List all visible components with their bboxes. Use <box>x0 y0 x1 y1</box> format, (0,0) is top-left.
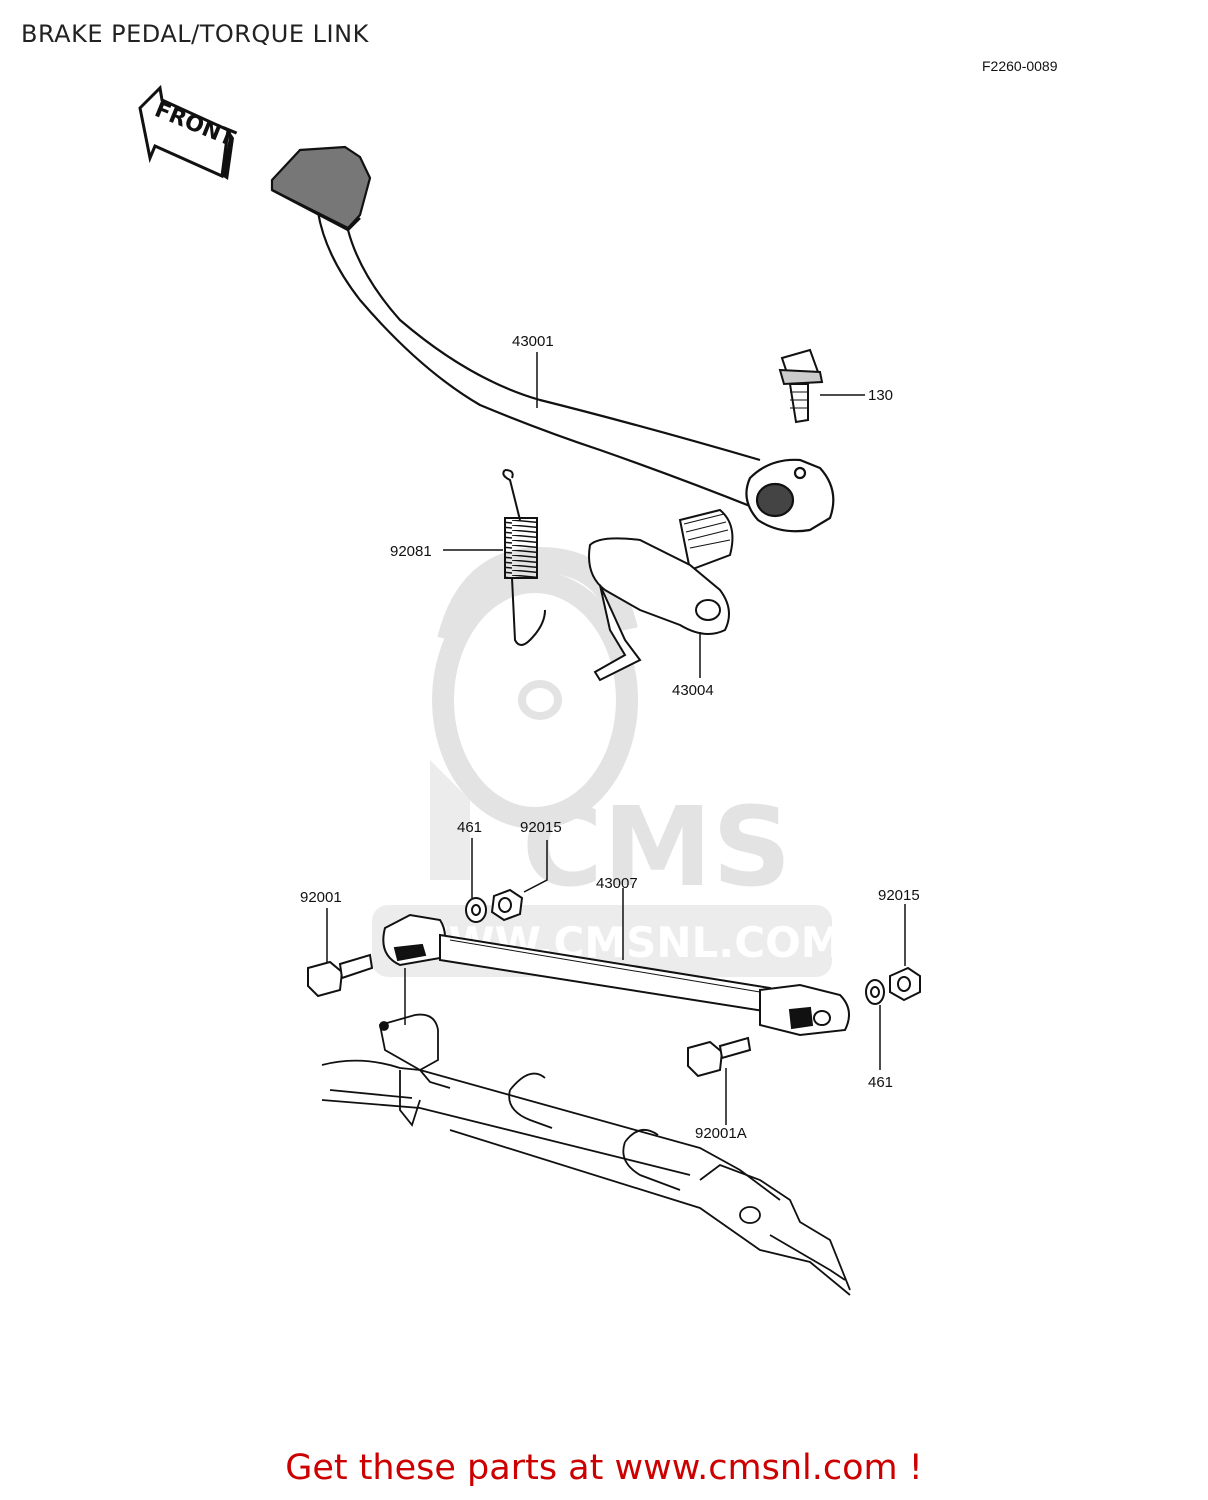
washer-461-right <box>865 979 885 1005</box>
watermark-mascot-head <box>432 571 638 829</box>
label-130: 130 <box>868 387 893 404</box>
label-92015-left: 92015 <box>520 819 562 836</box>
label-92015-right: 92015 <box>878 887 920 904</box>
label-461-right: 461 <box>868 1074 893 1091</box>
nut-92015-right <box>889 966 921 1002</box>
watermark-brand: CMS <box>522 783 791 911</box>
bolt-92001a-right <box>687 1036 752 1078</box>
leader-lines <box>326 352 906 1125</box>
label-43001: 43001 <box>512 333 554 350</box>
return-spring-part <box>502 469 546 646</box>
brake-pedal-part <box>270 145 835 533</box>
nut-92015-left <box>490 888 524 922</box>
frame-section <box>321 1013 851 1296</box>
watermark: CMS WWW.CMSNL.COM <box>372 546 843 977</box>
label-92001a: 92001A <box>695 1125 747 1142</box>
brake-lever-part <box>588 508 734 682</box>
diagram-reference-code: F2260-0089 <box>982 58 1058 74</box>
front-arrow: FRONT <box>138 84 238 180</box>
torque-link-part <box>382 913 850 1037</box>
label-461-left: 461 <box>457 819 482 836</box>
label-92001: 92001 <box>300 889 342 906</box>
washer-461-left <box>465 897 487 923</box>
watermark-mascot-body <box>430 760 470 880</box>
watermark-mascot-eye <box>518 680 562 720</box>
label-92081: 92081 <box>390 543 432 560</box>
bolt-92001-left <box>307 953 374 998</box>
footer-cta-link[interactable]: Get these parts at www.cmsnl.com ! <box>285 1448 923 1488</box>
bolt-130 <box>778 348 824 424</box>
page-title: BRAKE PEDAL/TORQUE LINK <box>21 20 369 48</box>
label-43004: 43004 <box>672 682 714 699</box>
label-43007: 43007 <box>596 875 638 892</box>
